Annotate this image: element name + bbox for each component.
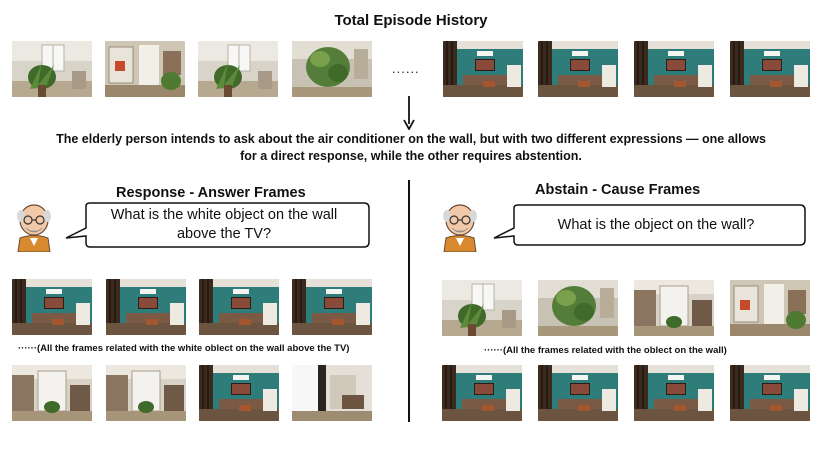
history-frame-5 [443, 41, 523, 97]
response-question-bubble: What is the white object on the wall abo… [62, 202, 370, 248]
cause-frame-8 [730, 365, 810, 421]
description-line-2: for a direct response, while the other r… [240, 149, 582, 163]
cause-frame-2 [538, 280, 618, 336]
history-frame-1 [12, 41, 92, 97]
history-frame-8 [730, 41, 810, 97]
elderly-person-icon [17, 204, 51, 252]
answer-frame-1 [12, 279, 92, 335]
response-question-line-2: above the TV? [176, 226, 272, 242]
abstain-question-text: What is the object on the wall? [557, 216, 755, 233]
description-line-1: The elderly person intends to ask about … [56, 132, 766, 146]
response-question-line-1: What is the white object on the wall [110, 207, 338, 223]
cause-frame-1 [442, 280, 522, 336]
answer-frame-3 [199, 279, 279, 335]
history-frame-2 [105, 41, 185, 97]
down-arrow-icon [403, 96, 415, 130]
cause-frame-5 [442, 365, 522, 421]
cause-frame-6 [538, 365, 618, 421]
abstain-heading: Abstain - Cause Frames [535, 182, 701, 198]
abstain-frames-caption: ······(All the frames related with the o… [484, 345, 727, 356]
answer-frame-6 [106, 365, 186, 421]
answer-frame-2 [106, 279, 186, 335]
answer-frame-4 [292, 279, 372, 335]
answer-frame-5 [12, 365, 92, 421]
cause-frame-7 [634, 365, 714, 421]
answer-frame-8 [292, 365, 372, 421]
cause-frame-4 [730, 280, 810, 336]
response-question-text: What is the white object on the wall abo… [84, 202, 364, 248]
answer-frame-7 [199, 365, 279, 421]
scenario-description: The elderly person intends to ask about … [20, 131, 802, 165]
response-frames-caption: ······(All the frames related with the w… [18, 343, 350, 354]
history-frame-7 [634, 41, 714, 97]
cause-frame-3 [634, 280, 714, 336]
elderly-person-icon [443, 204, 477, 252]
history-ellipsis: ...... [392, 61, 420, 76]
history-frame-3 [198, 41, 278, 97]
page-title: Total Episode History [334, 12, 488, 29]
abstain-question-bubble: What is the object on the wall? [490, 204, 806, 246]
section-divider [408, 180, 410, 422]
history-frame-4 [292, 41, 372, 97]
response-heading: Response - Answer Frames [116, 185, 306, 201]
history-frame-6 [538, 41, 618, 97]
